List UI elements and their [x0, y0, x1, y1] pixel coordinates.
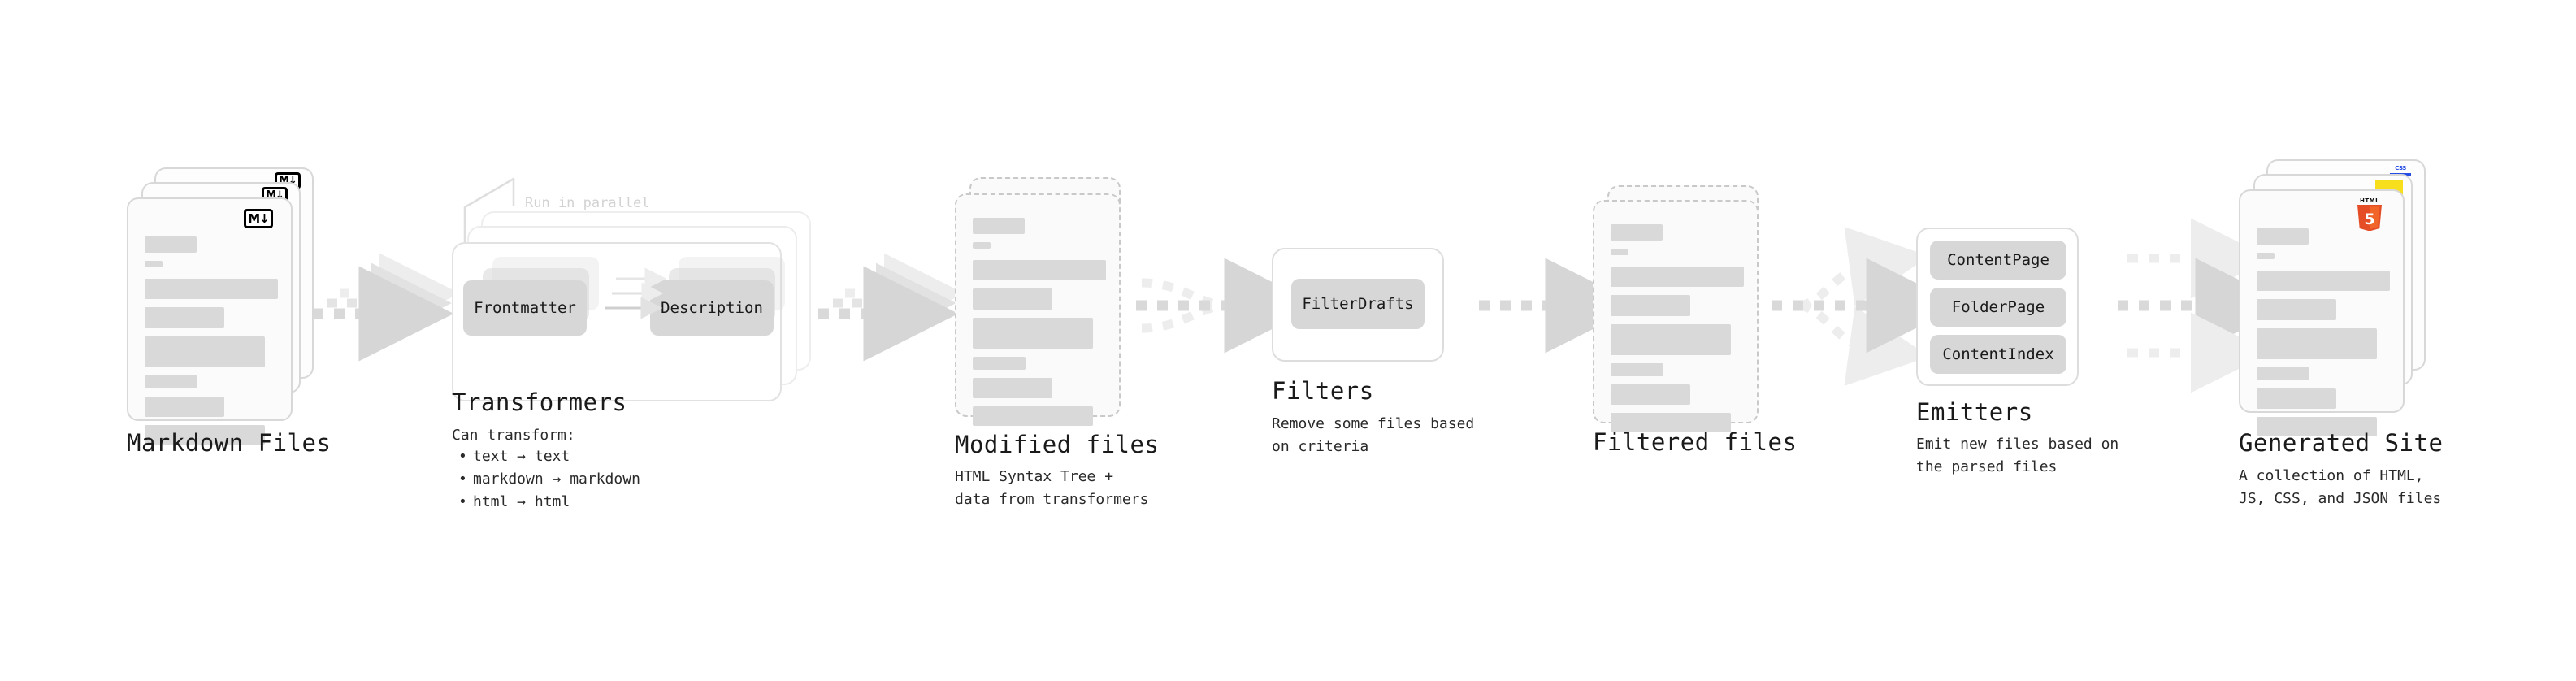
- markdown-files-title: Markdown Files: [127, 429, 332, 457]
- html5-icon: HTML 5: [2356, 197, 2383, 232]
- placeholder-line: [2257, 299, 2336, 320]
- filters-subtitle: Remove some files based on criteria: [1272, 415, 1475, 455]
- placeholder-line: [2257, 271, 2390, 291]
- placeholder-line: [2257, 388, 2336, 409]
- arrow-filtered-to-emitters: [1772, 227, 1962, 386]
- placeholder-line: [2257, 417, 2377, 436]
- arrow-transformers-to-modified: [818, 253, 965, 362]
- arrow-markdown-to-transformers: [313, 253, 460, 362]
- placeholder-line: [1611, 384, 1690, 405]
- list-item: html → html: [452, 491, 640, 514]
- modified-placeholder-lines: [973, 218, 1106, 434]
- placeholder-line: [1611, 249, 1628, 255]
- placeholder-line: [1611, 267, 1744, 287]
- html5-icon-shield: 5: [2357, 205, 2382, 232]
- arrow-modified-to-filters: [1136, 258, 1320, 354]
- filters-title: Filters: [1272, 377, 1374, 405]
- svg-text:5: 5: [2364, 210, 2374, 228]
- chip-frontmatter[interactable]: Frontmatter: [463, 280, 587, 336]
- placeholder-line: [973, 406, 1093, 426]
- modified-files-title: Modified files: [955, 431, 1160, 458]
- chip-filterdrafts[interactable]: FilterDrafts: [1291, 279, 1425, 329]
- list-item: markdown → markdown: [452, 468, 640, 491]
- modified-files-stack: [955, 177, 1142, 429]
- emitters-subtitle: Emit new files based on the parsed files: [1916, 436, 2119, 475]
- placeholder-line: [145, 307, 224, 328]
- placeholder-line: [1611, 224, 1663, 241]
- placeholder-line: [145, 397, 224, 417]
- generated-site-stack: CSS HTML 5: [2239, 159, 2442, 436]
- markdown-placeholder-lines: [145, 236, 278, 453]
- chip-contentindex[interactable]: ContentIndex: [1930, 335, 2066, 374]
- placeholder-line: [973, 357, 1026, 370]
- emitters-title: Emitters: [1916, 398, 2033, 426]
- markdown-logo-icon: M↓: [244, 209, 273, 228]
- placeholder-line: [2257, 228, 2309, 245]
- filtered-files-stack: [1593, 185, 1780, 432]
- transformers-capability-list: text → text markdown → markdown html → h…: [452, 445, 640, 514]
- generated-placeholder-lines: [2257, 228, 2390, 445]
- list-item: text → text: [452, 445, 640, 468]
- css3-icon-label: CSS: [2395, 165, 2406, 171]
- placeholder-line: [2257, 328, 2377, 359]
- modified-card-front: [955, 193, 1121, 426]
- html5-icon-word: HTML: [2359, 197, 2380, 204]
- placeholder-line: [2257, 253, 2275, 259]
- placeholder-line: [1611, 295, 1690, 316]
- placeholder-line: [145, 236, 197, 253]
- placeholder-line: [973, 378, 1052, 398]
- filtered-files-title: Filtered files: [1593, 428, 1798, 456]
- placeholder-line: [973, 242, 991, 249]
- generated-site-subtitle: A collection of HTML, JS, CSS, and JSON …: [2239, 467, 2442, 507]
- markdown-card-front: M↓: [127, 197, 293, 445]
- run-in-parallel-label: Run in parallel: [525, 195, 650, 211]
- placeholder-line: [1611, 413, 1731, 432]
- filtered-placeholder-lines: [1611, 224, 1744, 440]
- placeholder-line: [1611, 363, 1663, 376]
- placeholder-line: [973, 260, 1106, 280]
- placeholder-line: [145, 375, 197, 388]
- markdown-files-stack: M↓ M↓ M↓: [127, 167, 322, 445]
- chip-contentpage[interactable]: ContentPage: [1930, 241, 2066, 280]
- filtered-card-front: [1593, 200, 1759, 432]
- placeholder-line: [973, 318, 1093, 349]
- transformers-title: Transformers: [452, 388, 627, 416]
- generated-card-front: HTML 5: [2239, 189, 2405, 436]
- chip-description[interactable]: Description: [650, 280, 774, 336]
- placeholder-line: [145, 425, 265, 445]
- placeholder-line: [973, 218, 1025, 234]
- transformers-lead: Can transform:: [452, 427, 575, 444]
- placeholder-line: [145, 279, 278, 299]
- modified-files-subtitle: HTML Syntax Tree + data from transformer…: [955, 468, 1149, 508]
- placeholder-line: [145, 261, 163, 267]
- placeholder-line: [145, 336, 265, 367]
- placeholder-line: [2257, 367, 2309, 380]
- placeholder-line: [1611, 324, 1731, 355]
- chip-folderpage[interactable]: FolderPage: [1930, 288, 2066, 327]
- placeholder-line: [973, 288, 1052, 310]
- arrow-emitters-to-generated: [2118, 218, 2291, 393]
- generated-site-title: Generated Site: [2239, 429, 2444, 457]
